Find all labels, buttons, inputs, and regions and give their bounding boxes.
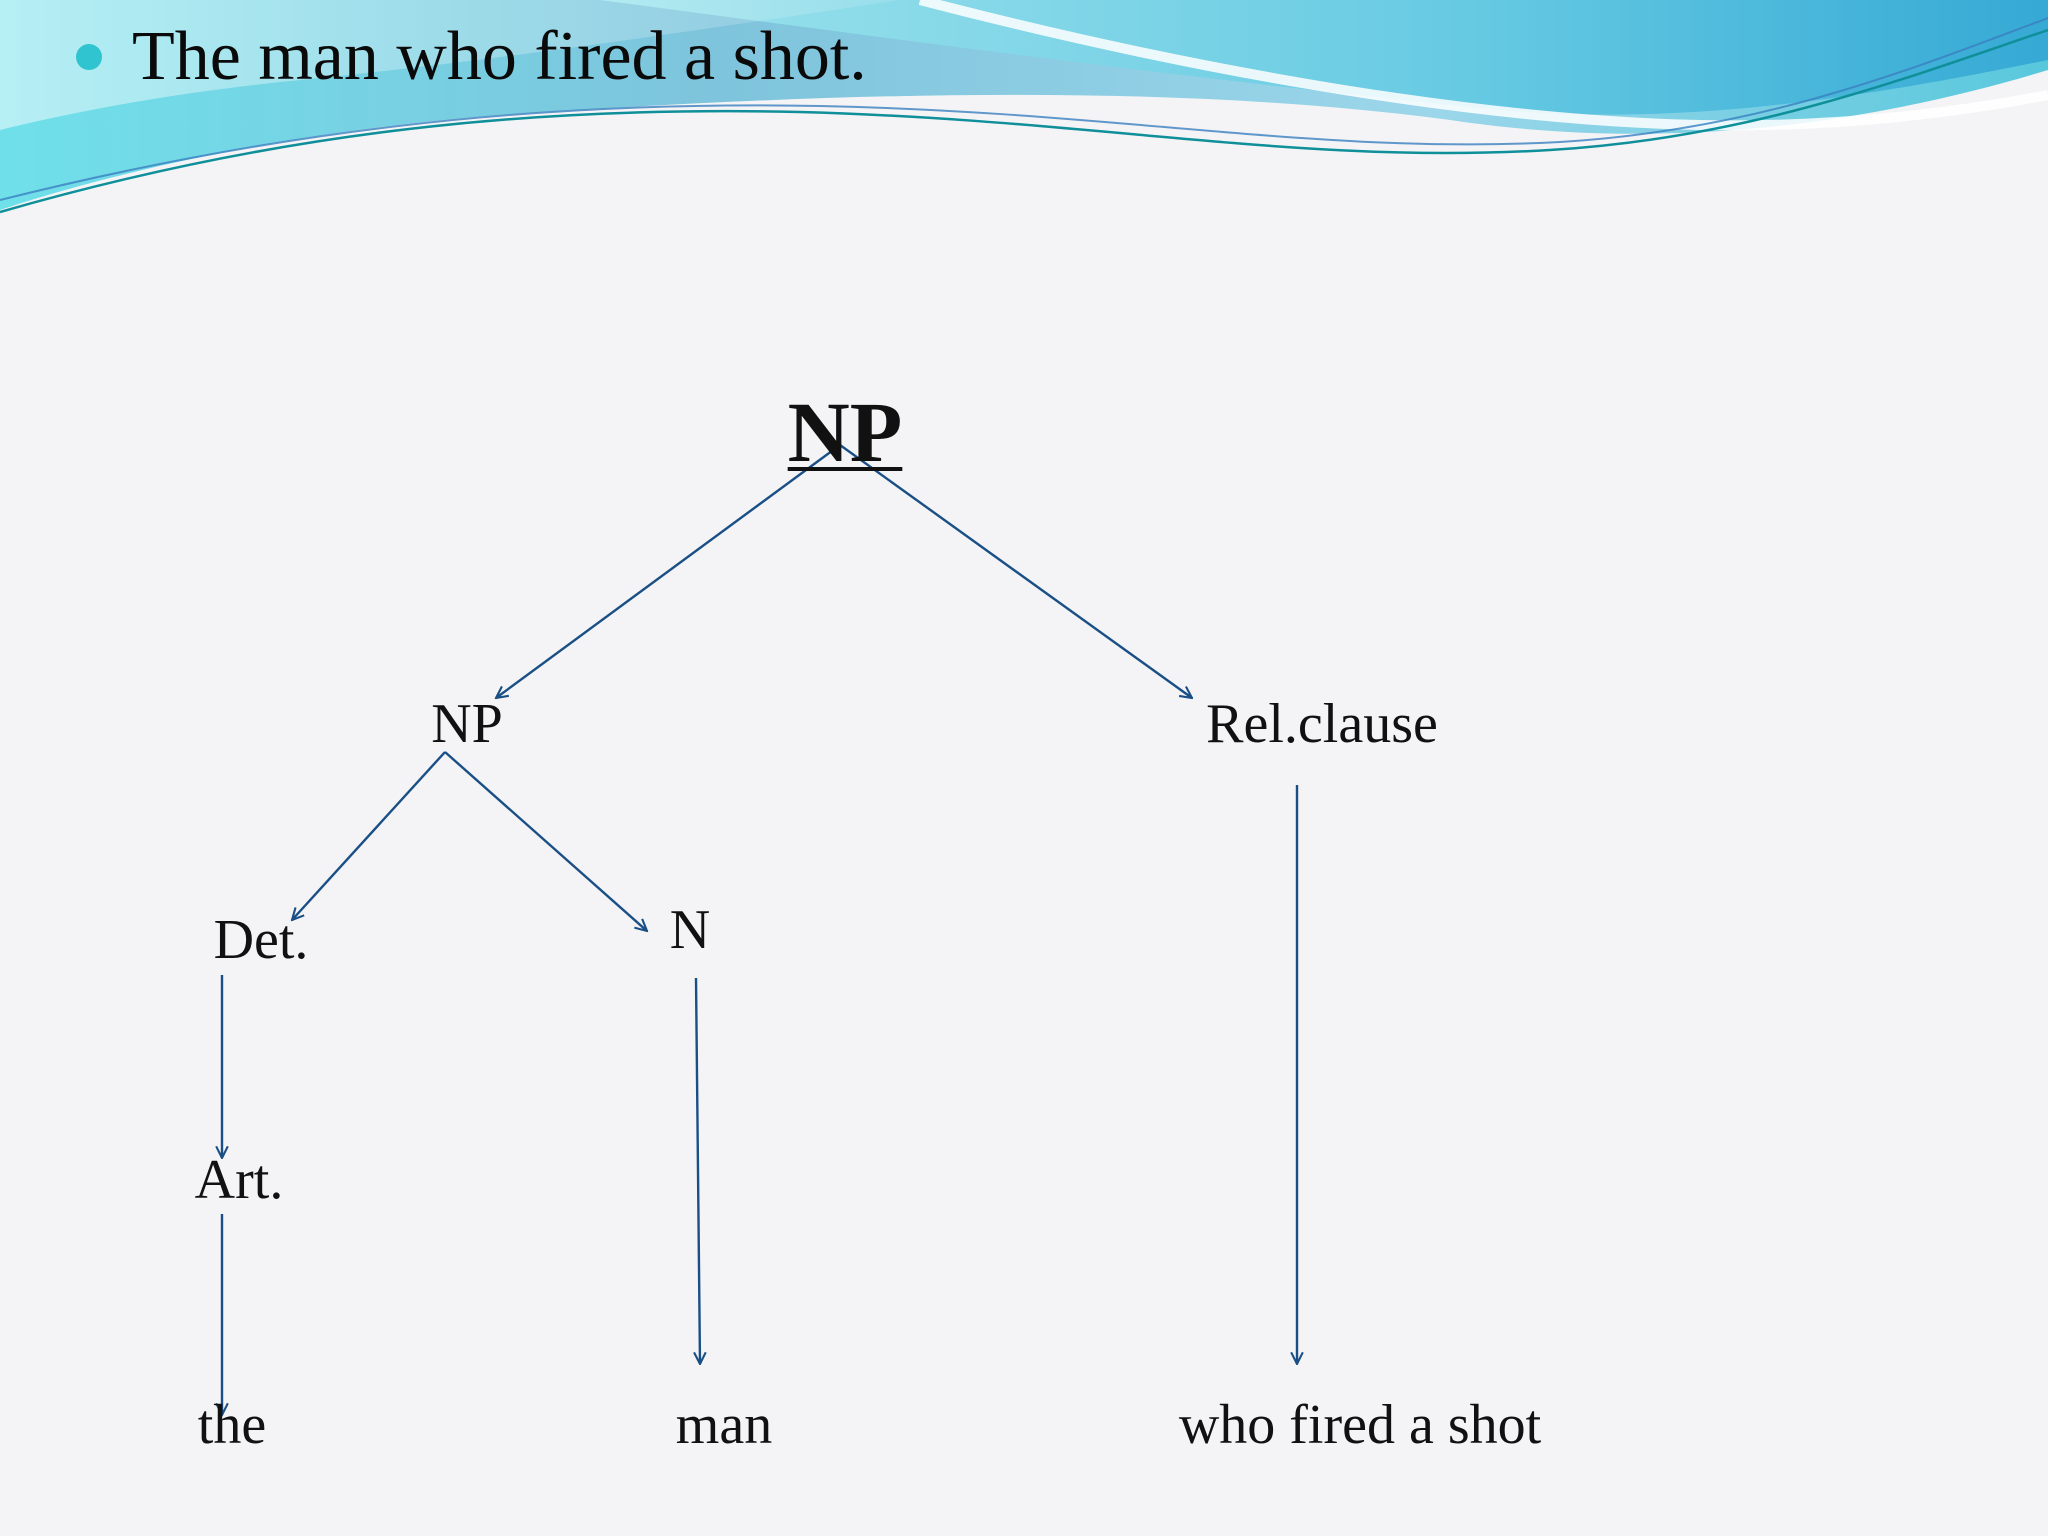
- tree-node-rel-clause: Rel.clause: [1206, 693, 1438, 755]
- wave-banner-decoration: [0, 0, 2048, 214]
- edge-np-to-det: [292, 751, 446, 920]
- tree-node-np: NP: [431, 693, 503, 755]
- tree-node-art: Art.: [194, 1149, 284, 1211]
- tree-node-root-np: NP: [787, 384, 903, 480]
- tree-node-det: Det.: [213, 909, 309, 971]
- tree-node-n: N: [669, 899, 711, 961]
- title-bullet: The man who fired a shot.: [76, 12, 867, 102]
- edge-root-to-relclause: [839, 444, 1192, 698]
- edge-np-to-n: [444, 751, 647, 931]
- tree-leaf-the: the: [197, 1394, 267, 1456]
- tree-leaf-who-fired-a-shot: who fired a shot: [1178, 1394, 1542, 1456]
- edge-n-to-man: [696, 977, 700, 1364]
- bullet-icon: [76, 44, 102, 70]
- title-sentence: The man who fired a shot.: [132, 18, 867, 95]
- edge-root-to-np: [496, 444, 841, 698]
- tree-leaf-man: man: [675, 1394, 773, 1456]
